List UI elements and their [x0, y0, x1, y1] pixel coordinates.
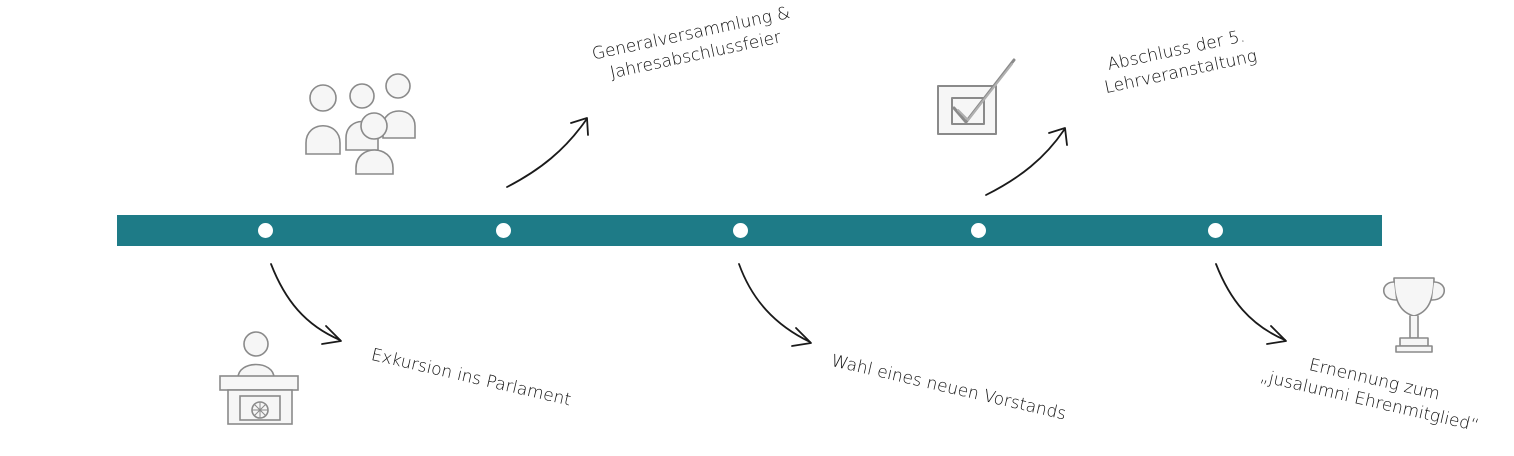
arrow-event-5: [1215, 263, 1286, 341]
label-event-4: Abschluss der 5. Lehrveranstaltung: [1102, 26, 1259, 99]
checkbox-checked-icon: [928, 52, 1028, 142]
arrowhead-event-3: [791, 327, 812, 347]
label-event-1: Exkursion ins Parlament: [369, 344, 573, 411]
arrowhead-event-2: [570, 117, 589, 136]
trophy-icon: [1374, 268, 1454, 358]
timeline-bar: [117, 215, 1382, 246]
arrowhead-event-1: [321, 325, 342, 345]
milestone-dot-3: [733, 223, 748, 238]
milestone-dot-1: [258, 223, 273, 238]
label-event-3: Wahl eines neuen Vorstands: [829, 350, 1069, 425]
label-event-2: Generalversammlung & Jahresabschlussfeie…: [590, 2, 792, 84]
milestone-dot-5: [1208, 223, 1223, 238]
group-of-people-icon: [298, 68, 433, 178]
arrow-event-2: [506, 119, 587, 188]
arrowhead-event-5: [1266, 325, 1287, 345]
arrowhead-event-4: [1048, 127, 1068, 146]
milestone-dot-2: [496, 223, 511, 238]
arrow-event-3: [738, 263, 811, 343]
podium-speaker-icon: [212, 326, 307, 426]
milestone-dot-4: [971, 223, 986, 238]
